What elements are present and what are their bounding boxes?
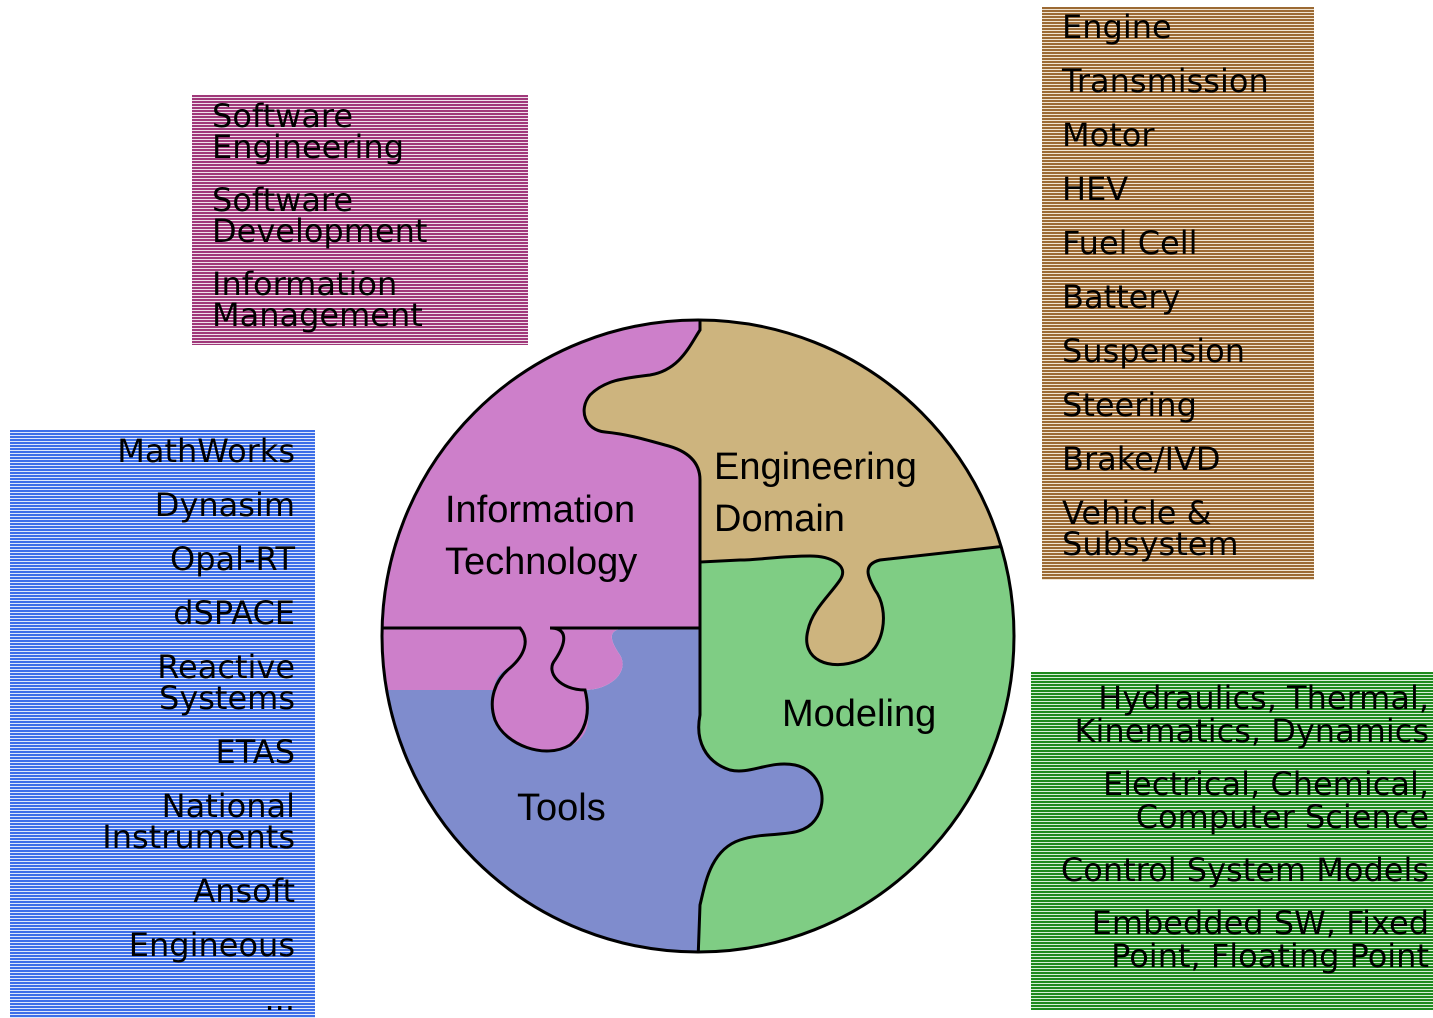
list-item: Software Engineering — [212, 97, 404, 166]
list-item: Suspension — [1062, 332, 1245, 370]
list-item: Dynasim — [154, 486, 295, 524]
label-information-technology: Information Technology — [445, 489, 638, 583]
list-item: Electrical, Chemical, Computer Science — [1102, 765, 1429, 836]
list-item: Motor — [1062, 116, 1155, 154]
puzzle-lobe-tools — [698, 715, 823, 905]
information-technology-box: Software Engineering Software Developmen… — [192, 95, 528, 345]
label-engineering-domain: Engineering Domain — [714, 446, 917, 540]
label-modeling: Modeling — [782, 693, 937, 735]
tools-box: MathWorks Dynasim Opal-RT dSPACE Reactiv… — [10, 430, 315, 1018]
puzzle-outline — [380, 318, 1016, 954]
list-item: National Instruments — [102, 787, 295, 856]
label-tools: Tools — [517, 787, 606, 829]
puzzle-lobe-information-technology — [492, 628, 588, 751]
list-item: Opal-RT — [170, 540, 295, 578]
list-item: Control System Models — [1060, 851, 1429, 889]
list-item: Transmission — [1062, 62, 1269, 100]
list-item: Brake/IVD — [1062, 440, 1221, 478]
engineering-domain-box: Engine Transmission Motor HEV Fuel Cell … — [1042, 7, 1314, 580]
list-item: Information Management — [212, 265, 423, 334]
list-item: Hydraulics, Thermal, Kinematics, Dynamic… — [1074, 679, 1429, 750]
list-item: dSPACE — [173, 594, 295, 632]
list-item: HEV — [1062, 170, 1129, 208]
list-item: Software Development — [212, 181, 428, 250]
list-item: MathWorks — [117, 432, 295, 470]
list-item: Engine — [1062, 8, 1172, 46]
list-item: ... — [264, 980, 295, 1018]
list-item: Fuel Cell — [1062, 224, 1198, 262]
list-item: Steering — [1062, 386, 1197, 424]
list-item: Battery — [1062, 278, 1181, 316]
list-item: Ansoft — [193, 872, 295, 910]
modeling-box: Hydraulics, Thermal, Kinematics, Dynamic… — [1031, 672, 1433, 1010]
list-item: Embedded SW, Fixed Point, Floating Point — [1091, 904, 1429, 975]
list-item: Vehicle & Subsystem — [1062, 494, 1239, 563]
list-item: Reactive Systems — [157, 648, 295, 717]
list-item: ETAS — [215, 733, 295, 771]
list-item: Engineous — [128, 926, 295, 964]
